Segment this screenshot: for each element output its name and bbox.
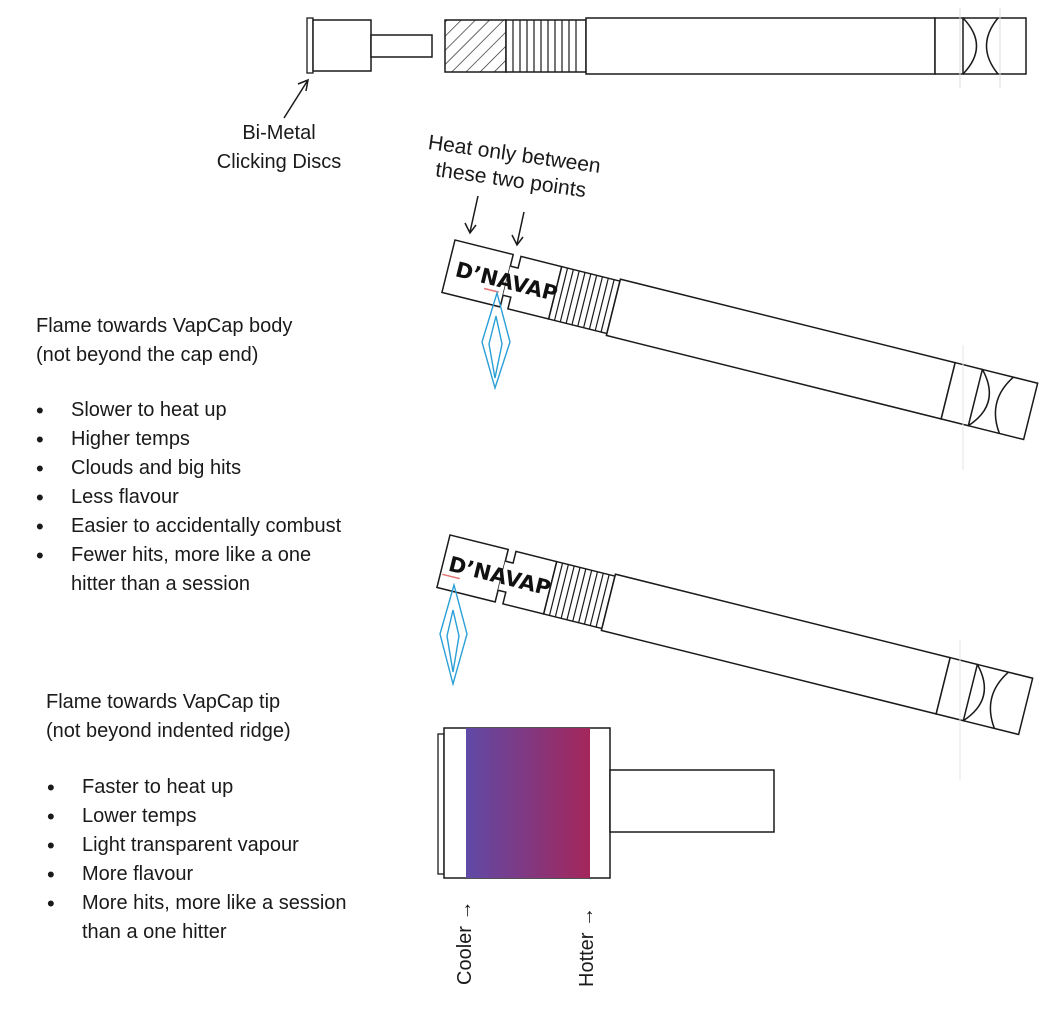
- section-tip-bullets: Faster to heat up Lower temps Light tran…: [47, 773, 347, 947]
- bimetal-arrow: [283, 78, 309, 119]
- vapcap-device-tip-heat: D’NAVAP: [435, 532, 1034, 736]
- section-tip-heading: Flame towards VapCap tip (not beyond ind…: [46, 691, 291, 742]
- cap-cross-section: [437, 727, 775, 879]
- exploded-vapcap: [306, 8, 1027, 88]
- list-item: Light transparent vapour: [47, 831, 347, 860]
- list-item: More hits, more like a session: [47, 889, 347, 918]
- section-body-bullets: Slower to heat up Higher temps Clouds an…: [36, 396, 341, 599]
- bimetal-label: Bi-Metal Clicking Discs: [216, 122, 342, 173]
- heat-point-arrows: [464, 195, 525, 247]
- list-item-continuation: hitter than a session: [71, 573, 250, 595]
- list-item: Higher temps: [36, 425, 341, 454]
- list-item: Clouds and big hits: [36, 454, 341, 483]
- flame-body: [481, 290, 511, 391]
- heat-gradient: [466, 728, 590, 878]
- vapcap-device-body-heat: D’NAVAP: [440, 237, 1039, 441]
- list-item: Lower temps: [47, 802, 347, 831]
- hotter-label: Hotter →: [576, 906, 598, 987]
- list-item: Faster to heat up: [47, 773, 347, 802]
- section-body-heading: Flame towards VapCap body (not beyond th…: [36, 315, 293, 366]
- list-item: Slower to heat up: [36, 396, 341, 425]
- list-item: Fewer hits, more like a one: [36, 541, 341, 570]
- flame-tip: [439, 582, 468, 687]
- list-item-continuation: than a one hitter: [82, 921, 227, 943]
- cooler-label: Cooler →: [454, 900, 476, 985]
- list-item: Easier to accidentally combust: [36, 512, 341, 541]
- list-item: Less flavour: [36, 483, 341, 512]
- list-item: More flavour: [47, 860, 347, 889]
